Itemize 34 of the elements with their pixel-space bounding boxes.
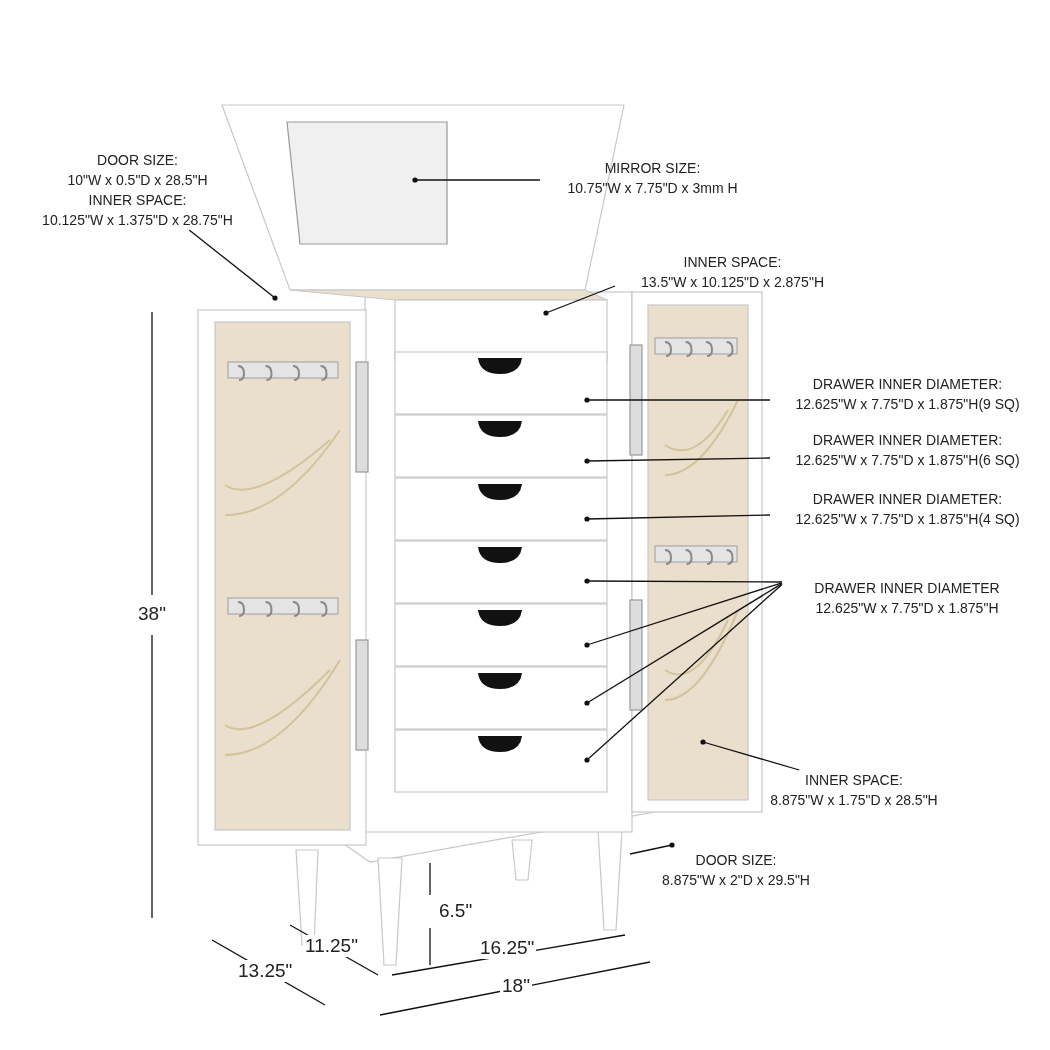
leader-line <box>584 582 783 706</box>
callout-text: 12.625"W x 7.75"D x 1.875"H <box>814 599 1000 618</box>
leader-line <box>584 583 783 763</box>
callout-text: INNER SPACE: <box>87 191 188 210</box>
callout-text: 13.5"W x 10.125"D x 2.875"H <box>640 273 825 292</box>
callout-text: MIRROR SIZE: <box>603 159 702 178</box>
callout-text: 12.625"W x 7.75"D x 1.875"H(4 SQ) <box>794 510 1021 529</box>
leader-line <box>700 739 800 771</box>
callout-text: 12.625"W x 7.75"D x 1.875"H(6 SQ) <box>794 451 1021 470</box>
callout-text: INNER SPACE: <box>682 253 783 272</box>
leader-line <box>584 582 783 648</box>
callout-text: INNER SPACE: <box>804 771 904 790</box>
dimension-label: 13.25" <box>236 960 295 982</box>
leader-line <box>584 514 771 522</box>
callout-text: DRAWER INNER DIAMETER: <box>811 375 1004 394</box>
callout-text: DRAWER INNER DIAMETER: <box>811 490 1004 509</box>
leader-line <box>584 397 771 403</box>
callout-text: 10.75"W x 7.75"D x 3mm H <box>566 179 739 198</box>
callout-text: 8.875"W x 1.75"D x 28.5"H <box>769 791 939 810</box>
leader-line <box>584 578 783 584</box>
callout-text: 10"W x 0.5"D x 28.5"H <box>66 171 209 190</box>
callout-text: DOOR SIZE: <box>694 851 778 870</box>
callout-text: 12.625"W x 7.75"D x 1.875"H(9 SQ) <box>794 395 1021 414</box>
callout-text: 10.125"W x 1.375"D x 28.75"H <box>41 211 234 230</box>
dimension-label: 11.25" <box>303 935 360 957</box>
leader-line <box>188 229 278 301</box>
leader-line <box>629 842 675 855</box>
leader-line <box>412 177 541 183</box>
callout-text: DOOR SIZE: <box>96 151 179 170</box>
leader-line <box>584 457 771 464</box>
callout-text: DRAWER INNER DIAMETER <box>813 579 1001 598</box>
leader-line <box>543 285 616 316</box>
callout-text: DRAWER INNER DIAMETER: <box>811 431 1004 450</box>
callout-text: 8.875"W x 2"D x 29.5"H <box>661 871 811 890</box>
